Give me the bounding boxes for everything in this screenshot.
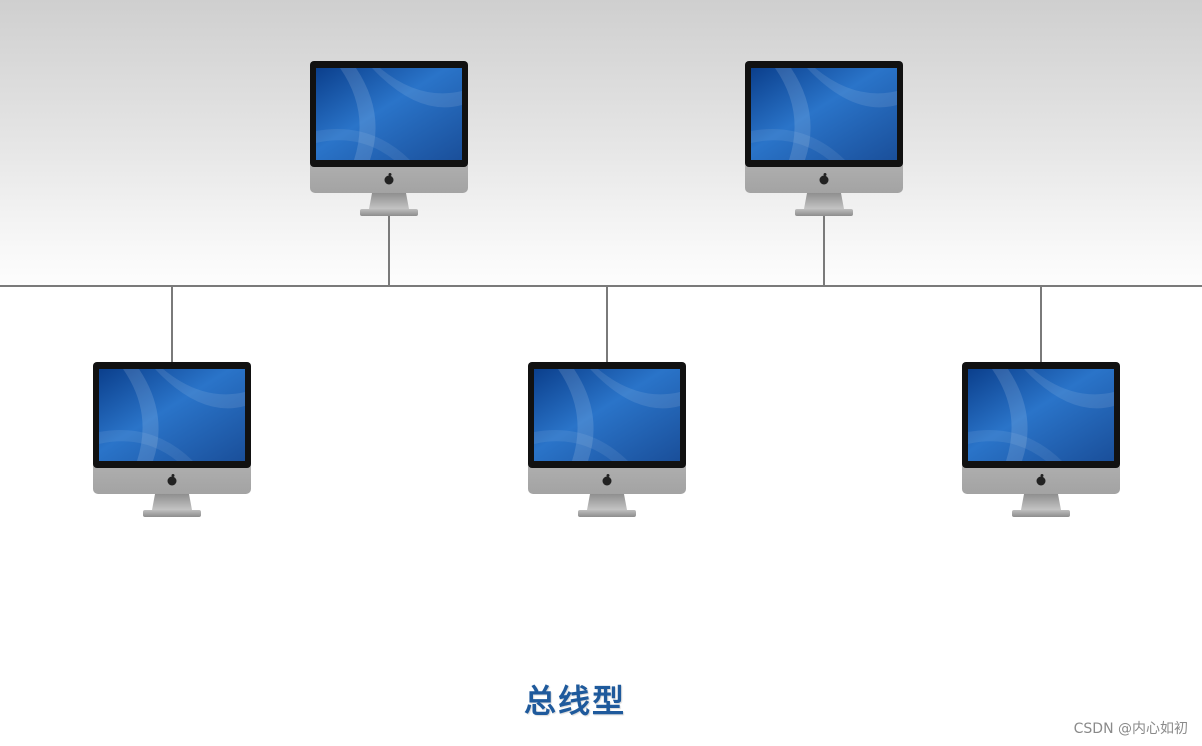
top-gradient-band <box>0 0 1202 286</box>
diagram-caption: 总线型 <box>523 682 626 720</box>
imac-computer-icon <box>93 362 251 517</box>
imac-computer-icon <box>528 362 686 517</box>
watermark: CSDN @内心如初 <box>1073 721 1188 737</box>
imac-computer-icon <box>962 362 1120 517</box>
imac-computer-icon <box>310 61 468 216</box>
imac-computer-icon <box>745 61 903 216</box>
bus-connections <box>0 216 1202 362</box>
